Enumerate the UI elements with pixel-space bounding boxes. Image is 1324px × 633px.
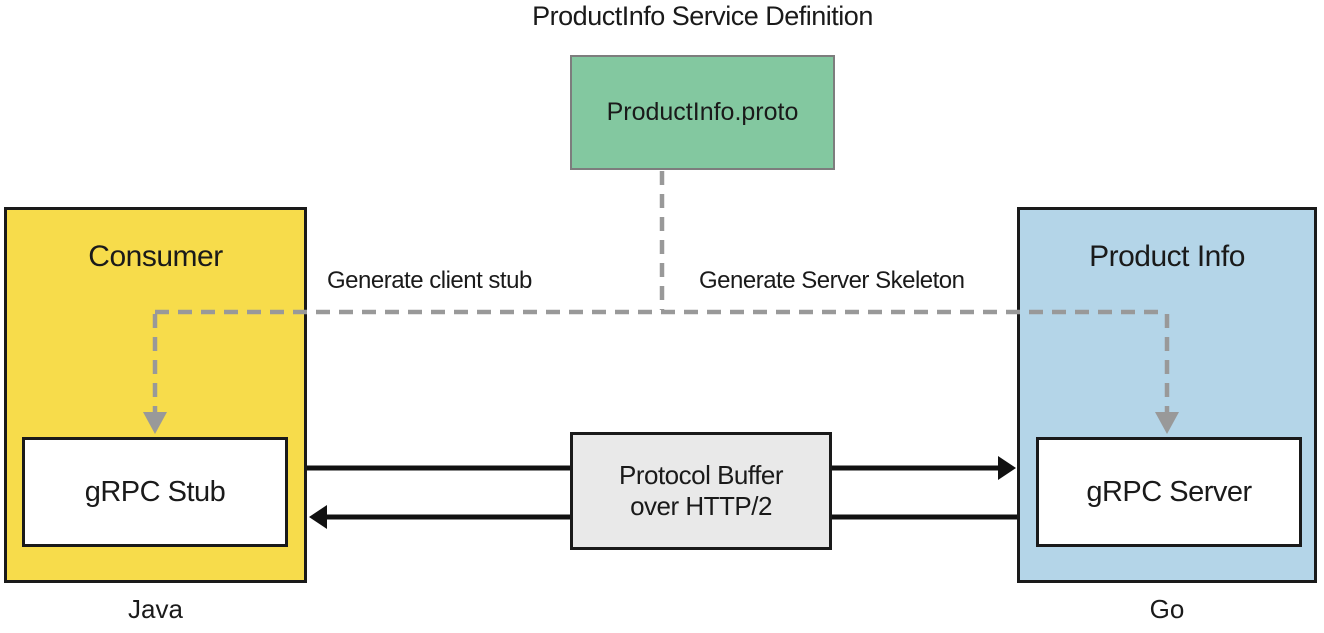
generate-client-stub-label: Generate client stub — [327, 267, 532, 294]
product-language-label: Go — [1149, 594, 1185, 624]
grpc-stub-box: gRPC Stub — [22, 437, 288, 547]
transport-label-line2: over HTTP/2 — [630, 491, 772, 521]
grpc-stub-label: gRPC Stub — [84, 475, 226, 508]
consumer-language-label: Java — [128, 594, 183, 624]
transport-box: Protocol Buffer over HTTP/2 — [570, 432, 832, 550]
transport-label-line1: Protocol Buffer — [618, 459, 784, 490]
proto-file-label: ProductInfo.proto — [606, 98, 799, 126]
request-arrowhead-icon — [998, 456, 1016, 480]
consumer-title: Consumer — [88, 240, 223, 273]
proto-file-box: ProductInfo.proto — [570, 55, 835, 170]
product-info-title: Product Info — [1089, 240, 1245, 273]
response-arrowhead-icon — [309, 505, 327, 529]
grpc-server-label: gRPC Server — [1086, 475, 1252, 508]
grpc-server-box: gRPC Server — [1036, 437, 1302, 547]
generate-server-skeleton-label: Generate Server Skeleton — [699, 267, 965, 294]
diagram-title: ProductInfo Service Definition — [532, 1, 873, 31]
